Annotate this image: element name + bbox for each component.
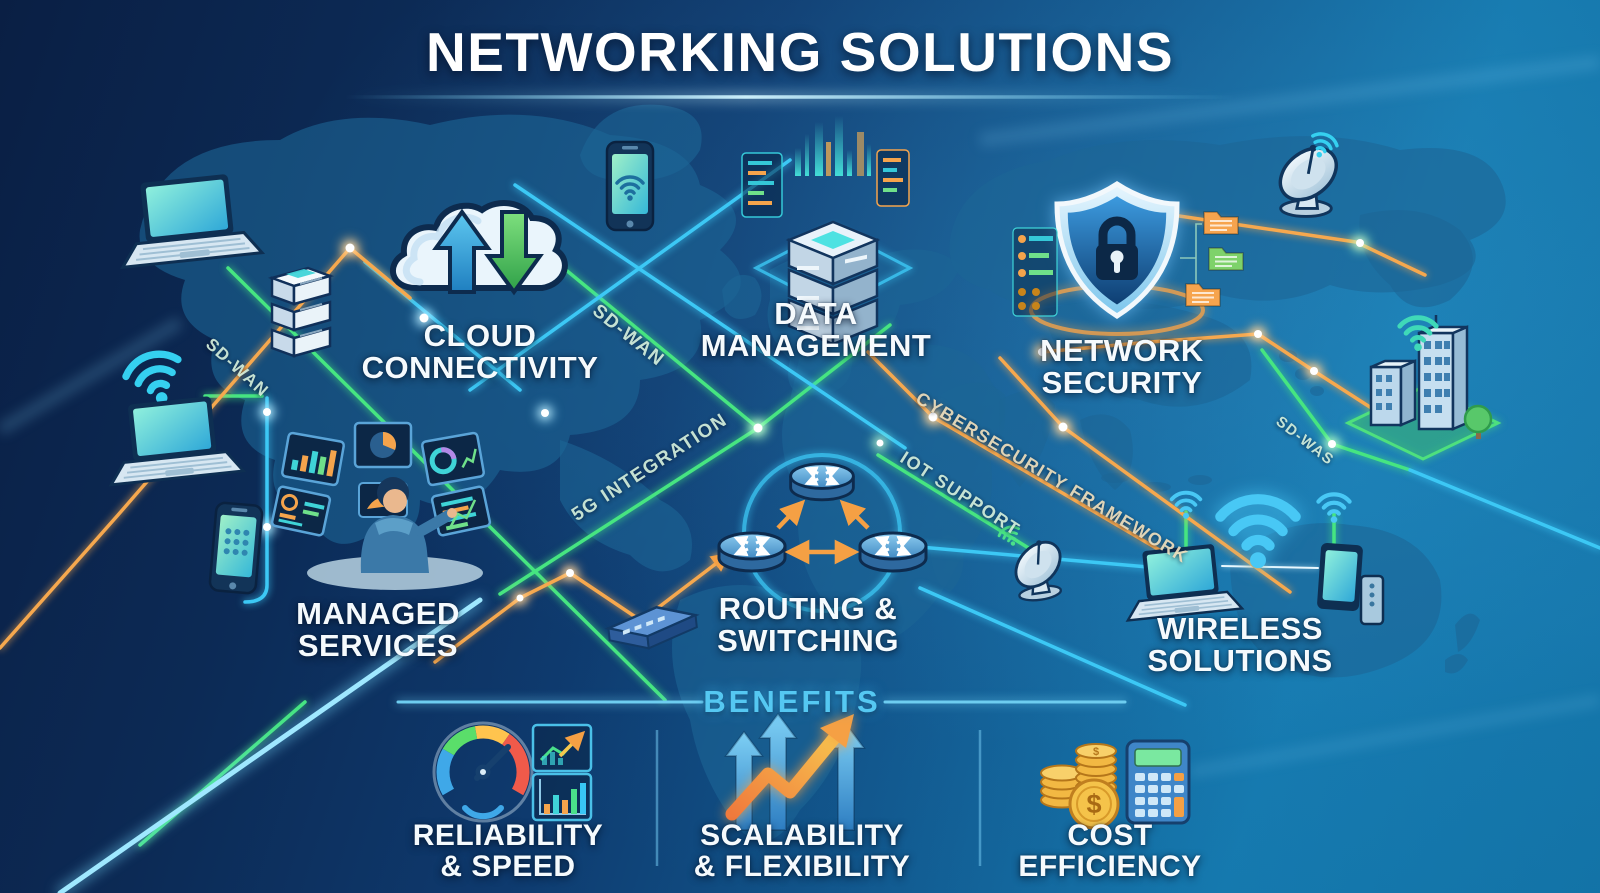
label-line: NETWORK [1040,332,1204,368]
label-line: MANAGED [296,595,460,631]
wifi-icon [1318,494,1349,523]
data-server-icon [785,116,881,346]
bar-chart-icon [531,772,593,822]
benefit-scalability-flexibility: SCALABILITY & FLEXIBILITY [693,818,911,883]
label-line: WIRELESS [1157,610,1323,646]
shield-lock-icon [1029,181,1205,336]
network-switch-icon [604,605,700,650]
label-line: SOLUTIONS [1147,643,1333,678]
label-managed-services: MANAGED SERVICES [296,595,460,663]
label-line: CLOUD [423,317,537,353]
operator-person [360,477,457,573]
label-wireless-solutions: WIRELESS SOLUTIONS [1147,610,1333,678]
label-routing-switching: ROUTING & SWITCHING [717,590,899,658]
label-line: SERVICES [297,628,459,663]
growth-arrows-icon [724,712,866,831]
svg-text:$: $ [1093,746,1099,758]
benefit-cost-efficiency: COST EFFICIENCY [1018,818,1202,883]
router-icon [791,464,854,500]
security-status-panel-icon [1012,227,1058,317]
benefits-heading: BENEFITS [703,684,881,719]
router-link-arrows [776,499,870,565]
page-title: NETWORKING SOLUTIONS [425,21,1175,83]
light-streaks [0,55,1600,778]
tablet-icon [1317,543,1363,611]
label-line: RELIABILITY [412,818,604,852]
coins-icon: $ $ [1040,743,1120,830]
data-panel-icon [876,149,910,207]
monitoring-dashboard-icon [270,421,492,590]
wifi-icon [1169,490,1203,521]
data-panel-icon [741,152,783,218]
server-stack-icon [267,266,335,358]
smartphone-icon [605,140,655,232]
laptop-icon [101,392,245,487]
benefits-divider-lines [396,700,1127,866]
label-line: SWITCHING [717,623,899,658]
benefit-reliability-speed: RELIABILITY & SPEED [412,818,604,883]
label-line: EFFICIENCY [1018,850,1202,883]
label-line: SCALABILITY [700,818,904,852]
label-line: DATA [774,295,858,331]
label-line: SECURITY [1041,365,1203,400]
label-network-security: NETWORK SECURITY [1040,332,1204,400]
svg-text:$: $ [1086,789,1101,819]
label-line: MANAGEMENT [700,328,932,363]
label-cloud-connectivity: CLOUD CONNECTIVITY [361,317,599,385]
router-icon [860,533,926,571]
label-line: COST [1067,818,1153,852]
label-line: & SPEED [440,850,576,883]
line-chart-icon [531,723,593,773]
cloud-sync-icon [390,200,568,296]
speedometer-icon [432,721,534,823]
calculator-icon [1125,739,1191,825]
label-data-management: DATA MANAGEMENT [700,295,932,363]
smart-device-icon [1359,574,1385,626]
smartphone-icon [208,500,264,596]
label-line: CONNECTIVITY [361,350,599,385]
router-icon [719,533,785,571]
label-line: & FLEXIBILITY [693,850,911,883]
data-stream-bars [795,116,871,176]
label-line: ROUTING & [718,590,898,626]
